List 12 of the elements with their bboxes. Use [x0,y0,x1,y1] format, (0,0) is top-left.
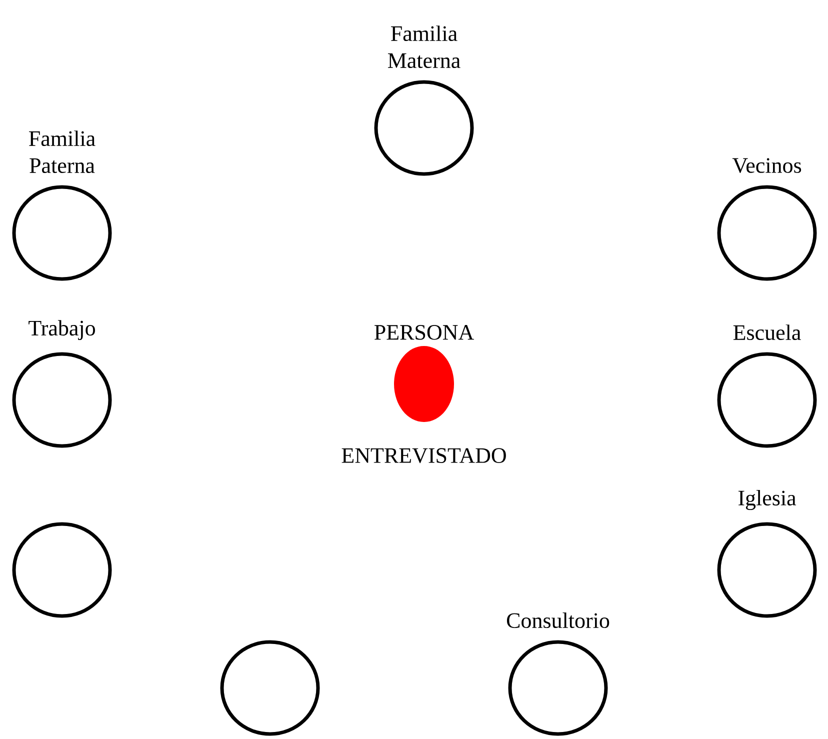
node-label: Iglesia [738,490,796,510]
circle [12,522,112,618]
node-label: Trabajo [28,320,95,340]
node-label: Vecinos [732,158,802,174]
node-label: Escuela [733,324,801,340]
node-label: Consultorio [506,612,610,628]
node-label: Familia Paterna [29,130,96,174]
node-label: Familia Materna [388,26,460,68]
node-label: PERSONA [374,325,474,340]
filled-ellipse [394,346,454,422]
node-label: ENTREVISTADO [342,448,506,464]
circle [220,640,320,736]
